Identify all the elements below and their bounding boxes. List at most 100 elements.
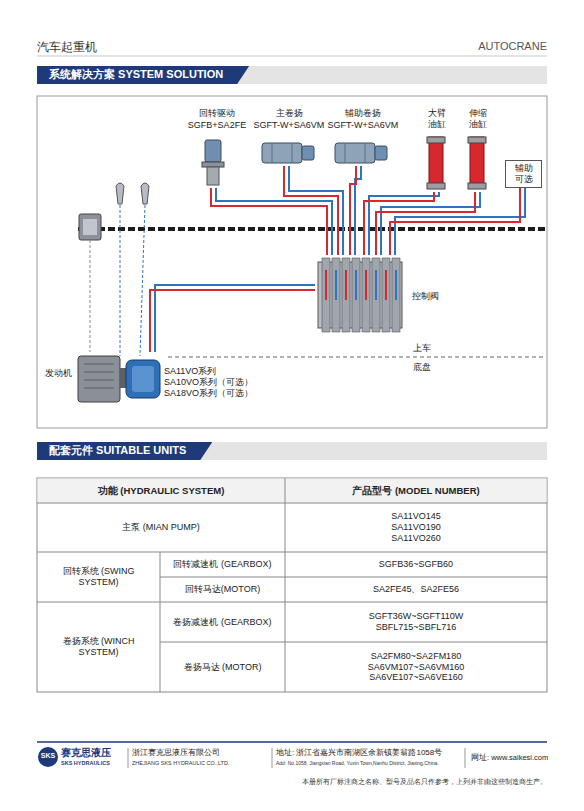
swivel-joint — [83, 219, 97, 235]
main-winch: 主卷扬SGFT-W+SA6VM — [252, 108, 326, 166]
table-cell: 回转马达(MOTOR) — [185, 584, 260, 595]
drum-rib — [272, 143, 273, 163]
hydraulic-line — [350, 166, 361, 255]
table-cell: SA11VO145 SA11VO190 SA11VO260 — [380, 511, 452, 543]
table-cell: 卷扬马达 (MOTOR) — [160, 642, 285, 692]
component-label: 发动机 — [45, 368, 72, 379]
pressure-line — [150, 290, 315, 352]
table-cell: SA2FE45、SA2FE56 — [373, 584, 459, 595]
component-label: 控制阀 — [412, 291, 439, 302]
section-band: 系统解决方案 SYSTEM SOLUTION — [37, 66, 249, 84]
table-header: 功能 (HYDRAULIC SYSTEM) — [37, 478, 285, 503]
address-text: 地址: 浙江省嘉兴市南湖区余新镇姜翁路1058号 — [276, 748, 442, 758]
pump-shaft — [120, 368, 126, 388]
winch-motor — [375, 146, 387, 160]
swing-motor — [205, 140, 221, 162]
component-label: SGFT-W+SA6VM — [326, 120, 400, 131]
table-grid — [37, 478, 547, 692]
company-name: ZHEJIANG SKS HYDRAULIC CO.,LTD. — [132, 760, 229, 767]
table-frame — [37, 478, 547, 692]
brand-name: SKS HYDRAULICS — [61, 760, 110, 767]
engine-fin — [84, 388, 114, 389]
table-cell: SA2FM80~SA2FM180 SA6VM107~SA6VM160 SA6VE… — [285, 642, 547, 692]
control-valve: 控制阀 — [315, 255, 450, 337]
component-label: SGFB+SA2FE — [180, 120, 254, 131]
table-cell: 主泵 (MIAN PUMP) — [37, 503, 285, 552]
return-line — [155, 285, 315, 352]
table-cell: SA2FM80~SA2FM180 SA6VM107~SA6VM160 SA6VE… — [356, 651, 476, 683]
logo-text: SKS — [38, 752, 58, 760]
band-title: 系统解决方案 SYSTEM SOLUTION — [49, 68, 223, 81]
band-ground — [37, 66, 547, 84]
header-rule — [37, 56, 547, 57]
table-cell: SGFT36W~SGFT110W SBFL715~SBFL716 — [356, 611, 476, 633]
joystick — [141, 183, 149, 204]
table-cell: 卷扬减速机 (GEARBOX) — [173, 617, 271, 628]
section-band: 配套元件 SUITABLE UNITS — [37, 442, 212, 460]
table-cell: 卷扬系统 (WINCH SYSTEM) — [37, 602, 160, 692]
boom-cylinder — [429, 137, 443, 187]
component-label: SA11VO系列 — [164, 366, 216, 377]
footer-rule — [37, 741, 547, 743]
valve-section — [322, 258, 400, 332]
hydraulic-line — [390, 188, 525, 255]
hydraulic-line — [211, 188, 332, 255]
table-header: 产品型号 (MODEL NUMBER) — [285, 478, 547, 503]
pressure-line — [390, 188, 520, 255]
swing-gearbox — [207, 167, 219, 185]
component-label: 回转驱动 — [180, 108, 254, 119]
winch-drum — [262, 143, 302, 163]
band-ground — [37, 442, 547, 460]
chassis-divider — [168, 357, 545, 358]
hydraulic-line — [150, 285, 315, 352]
table-header: 功能 (HYDRAULIC SYSTEM) — [98, 485, 225, 496]
boom-cylinder: 大臂 油缸 — [418, 108, 456, 192]
footer-separator — [128, 748, 465, 768]
disclaimer-text: 本册所有厂标注商之名称、型号及品名只作参考，上列并非由这些制造商生产。 — [302, 778, 547, 786]
pressure-line — [284, 166, 338, 255]
swing-flange — [202, 162, 224, 167]
return-line — [216, 188, 332, 255]
table-cell: 卷扬系统 (WINCH SYSTEM) — [49, 636, 149, 658]
aux-box: 辅助 可选 — [505, 160, 542, 188]
component-label: 伸缩 油缸 — [459, 108, 497, 130]
table-cell: 主泵 (MIAN PUMP) — [122, 522, 200, 533]
table-cell: 回转马达(MOTOR) — [160, 577, 285, 602]
aux-winch: 辅助卷扬SGFT-W+SA6VM — [326, 108, 400, 166]
component-label: SA10VO系列（可选） — [164, 377, 253, 388]
table-cell: SGFT36W~SGFT110W SBFL715~SBFL716 — [285, 602, 547, 642]
main-pump: SA11VO系列SA10VO系列（可选）SA18VO系列（可选） — [122, 352, 272, 404]
cylinder-cap — [468, 183, 486, 189]
pilot-line — [120, 205, 121, 356]
engine: 发动机 — [45, 350, 123, 408]
component-label: 辅助卷扬 — [326, 108, 400, 119]
address-text: Add: No.1058, Jiangxian Road, Yuxin Town… — [276, 760, 439, 766]
pilot-line — [90, 240, 91, 352]
component-label: SGFT-W+SA6VM — [252, 120, 326, 131]
cylinder-cap — [468, 137, 486, 143]
winch-drum — [335, 143, 375, 163]
pressure-line — [211, 188, 327, 255]
band-title: 配套元件 SUITABLE UNITS — [49, 444, 186, 457]
drum-rib — [292, 143, 293, 163]
deck-line — [78, 227, 545, 231]
table-cell: SGFB36~SGFB60 — [285, 552, 547, 577]
brand-name: 赛克思液压 — [61, 747, 111, 759]
table-cell: 卷扬马达 (MOTOR) — [184, 662, 262, 673]
table-cell: SA11VO145 SA11VO190 SA11VO260 — [285, 503, 547, 552]
diagram-frame — [37, 96, 547, 428]
drum-rib — [365, 143, 366, 163]
cylinder-cap — [427, 183, 445, 189]
table-cell: 回转系统 (SWING SYSTEM) — [37, 552, 160, 602]
drum-rib — [345, 143, 346, 163]
pressure-line — [364, 192, 434, 255]
table-cell: SA2FE45、SA2FE56 — [285, 577, 547, 602]
winch-motor — [302, 146, 314, 160]
table-cell: 回转减速机 (GEARBOX) — [173, 559, 271, 570]
swivel-joint — [79, 214, 101, 240]
component-label: SA18VO系列（可选） — [164, 388, 253, 399]
swing-drive: 回转驱动SGFB+SA2FE — [180, 108, 254, 188]
engine-fin — [84, 372, 114, 373]
logo-mark — [38, 747, 58, 767]
